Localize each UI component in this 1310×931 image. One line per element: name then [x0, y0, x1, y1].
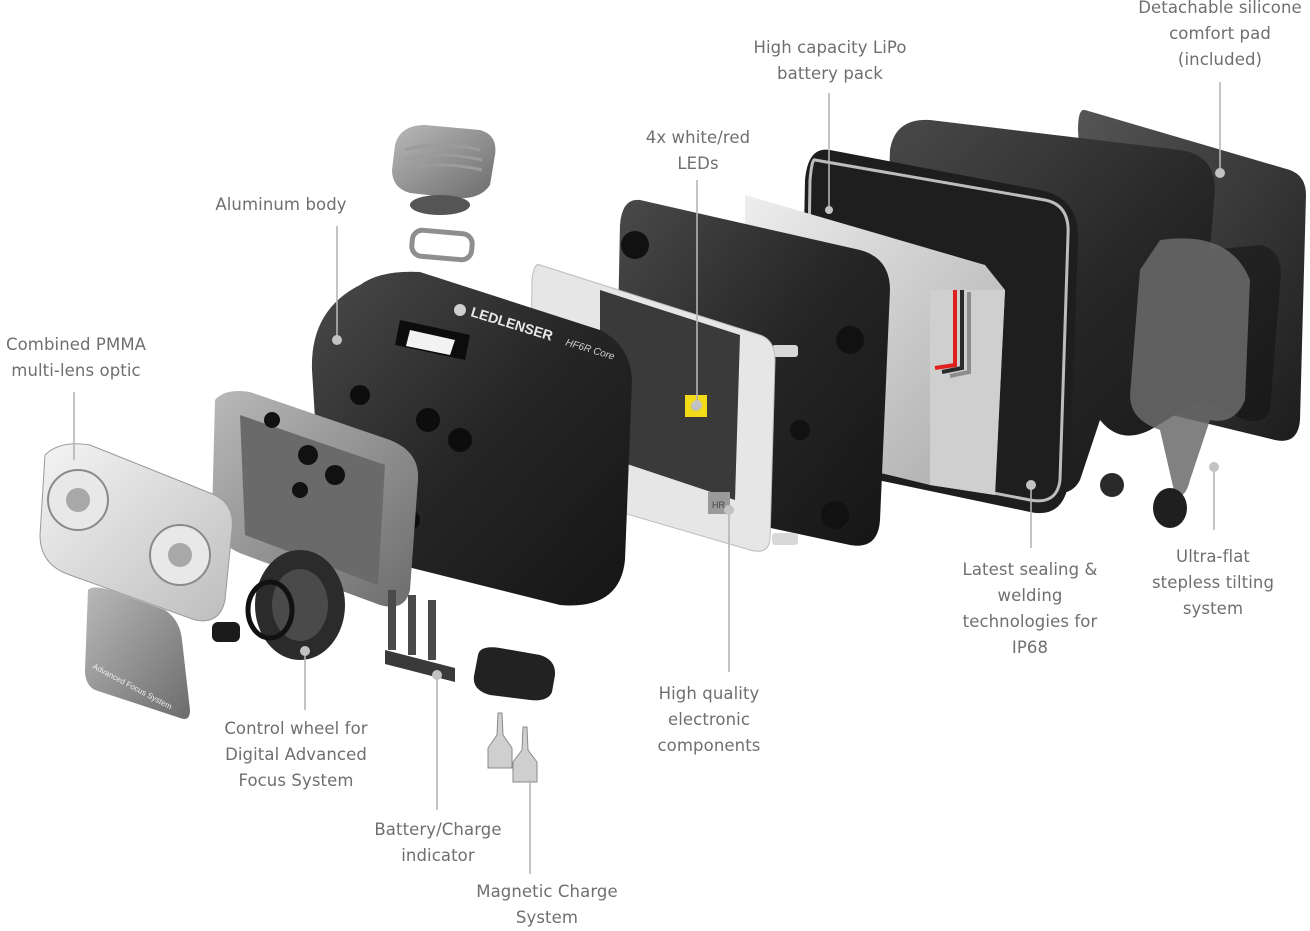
label-electronics: High quality electronic components — [657, 684, 761, 755]
button-ring — [409, 227, 475, 263]
label-aluminum-body: Aluminum body — [215, 195, 347, 214]
battery-indicator-pins — [385, 590, 455, 682]
label-sealing: Latest sealing & welding technologies fo… — [962, 560, 1098, 657]
leader-lines — [73, 82, 1225, 874]
pmma-optic — [39, 443, 233, 622]
label-magnetic-charge: Magnetic Charge System — [476, 882, 618, 927]
label-tilting: Ultra-flat stepless tilting system — [1151, 547, 1275, 618]
control-wheel — [212, 550, 345, 660]
front-housing — [212, 391, 419, 607]
tilting-knob — [1153, 488, 1187, 528]
label-leds: 4x white/red LEDs — [645, 128, 751, 173]
label-battery-indicator: Battery/Charge indicator — [374, 820, 502, 865]
label-pmma-optic: Combined PMMA multi-lens optic — [5, 335, 147, 380]
top-button-cap — [392, 125, 496, 215]
label-lipo-battery: High capacity LiPo battery pack — [753, 38, 907, 83]
charge-port-cap — [473, 647, 556, 701]
label-control-wheel: Control wheel for Digital Advanced Focus… — [224, 719, 368, 790]
pcb-mark: HR — [712, 500, 725, 510]
label-silicone-pad: Detachable silicone comfort pad (include… — [1138, 0, 1302, 69]
magnetic-charge-pins — [487, 712, 538, 783]
